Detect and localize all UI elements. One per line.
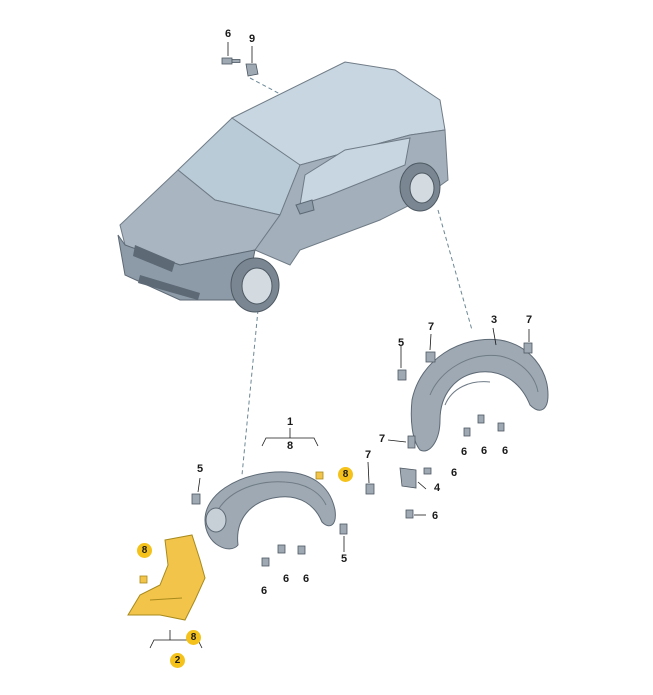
clip-top xyxy=(245,63,259,77)
leader-lines xyxy=(241,77,473,476)
callout-8-bottom: 8 xyxy=(186,630,201,645)
rear-wheel-liner xyxy=(410,338,549,452)
callout-6-l3: 6 xyxy=(260,585,268,597)
fasteners xyxy=(139,342,533,584)
rear-rim xyxy=(409,172,435,204)
screw-top xyxy=(221,57,241,65)
callout-5-right: 5 xyxy=(397,337,405,349)
callout-5-left: 5 xyxy=(196,463,204,475)
callout-6-r1: 6 xyxy=(460,446,468,458)
callout-8-hl-mid: 8 xyxy=(338,467,353,482)
callout-2: 2 xyxy=(170,653,185,668)
callout-6-r3: 6 xyxy=(501,445,509,457)
callout-6-r5: 6 xyxy=(431,510,439,522)
callout-6-l1: 6 xyxy=(282,573,290,585)
callout-8-group1: 8 xyxy=(286,440,294,452)
callout-6-r4-upper: 6 xyxy=(450,467,458,479)
front-rim xyxy=(241,267,273,305)
callout-9-top: 9 xyxy=(248,33,256,45)
callout-3: 3 xyxy=(490,314,498,326)
callout-7-right-b: 7 xyxy=(525,314,533,326)
callout-leaders xyxy=(149,42,530,649)
callout-1: 1 xyxy=(286,416,294,428)
callout-4: 4 xyxy=(433,482,441,494)
callout-6-l2: 6 xyxy=(302,573,310,585)
callout-7-right-a: 7 xyxy=(427,321,435,333)
callout-6-top: 6 xyxy=(224,28,232,40)
car-mirror xyxy=(295,199,315,215)
callout-7-mid: 7 xyxy=(378,433,386,445)
liner-extension-part xyxy=(127,534,206,621)
callout-7-low: 7 xyxy=(364,449,372,461)
car-lower-grille xyxy=(138,275,200,300)
front-wheel-liner xyxy=(204,471,336,550)
car-illustration xyxy=(117,61,449,313)
car-grille xyxy=(133,245,175,272)
callout-6-r2: 6 xyxy=(480,445,488,457)
callout-8-hl-left: 8 xyxy=(137,543,152,558)
callout-5-left-low: 5 xyxy=(340,553,348,565)
